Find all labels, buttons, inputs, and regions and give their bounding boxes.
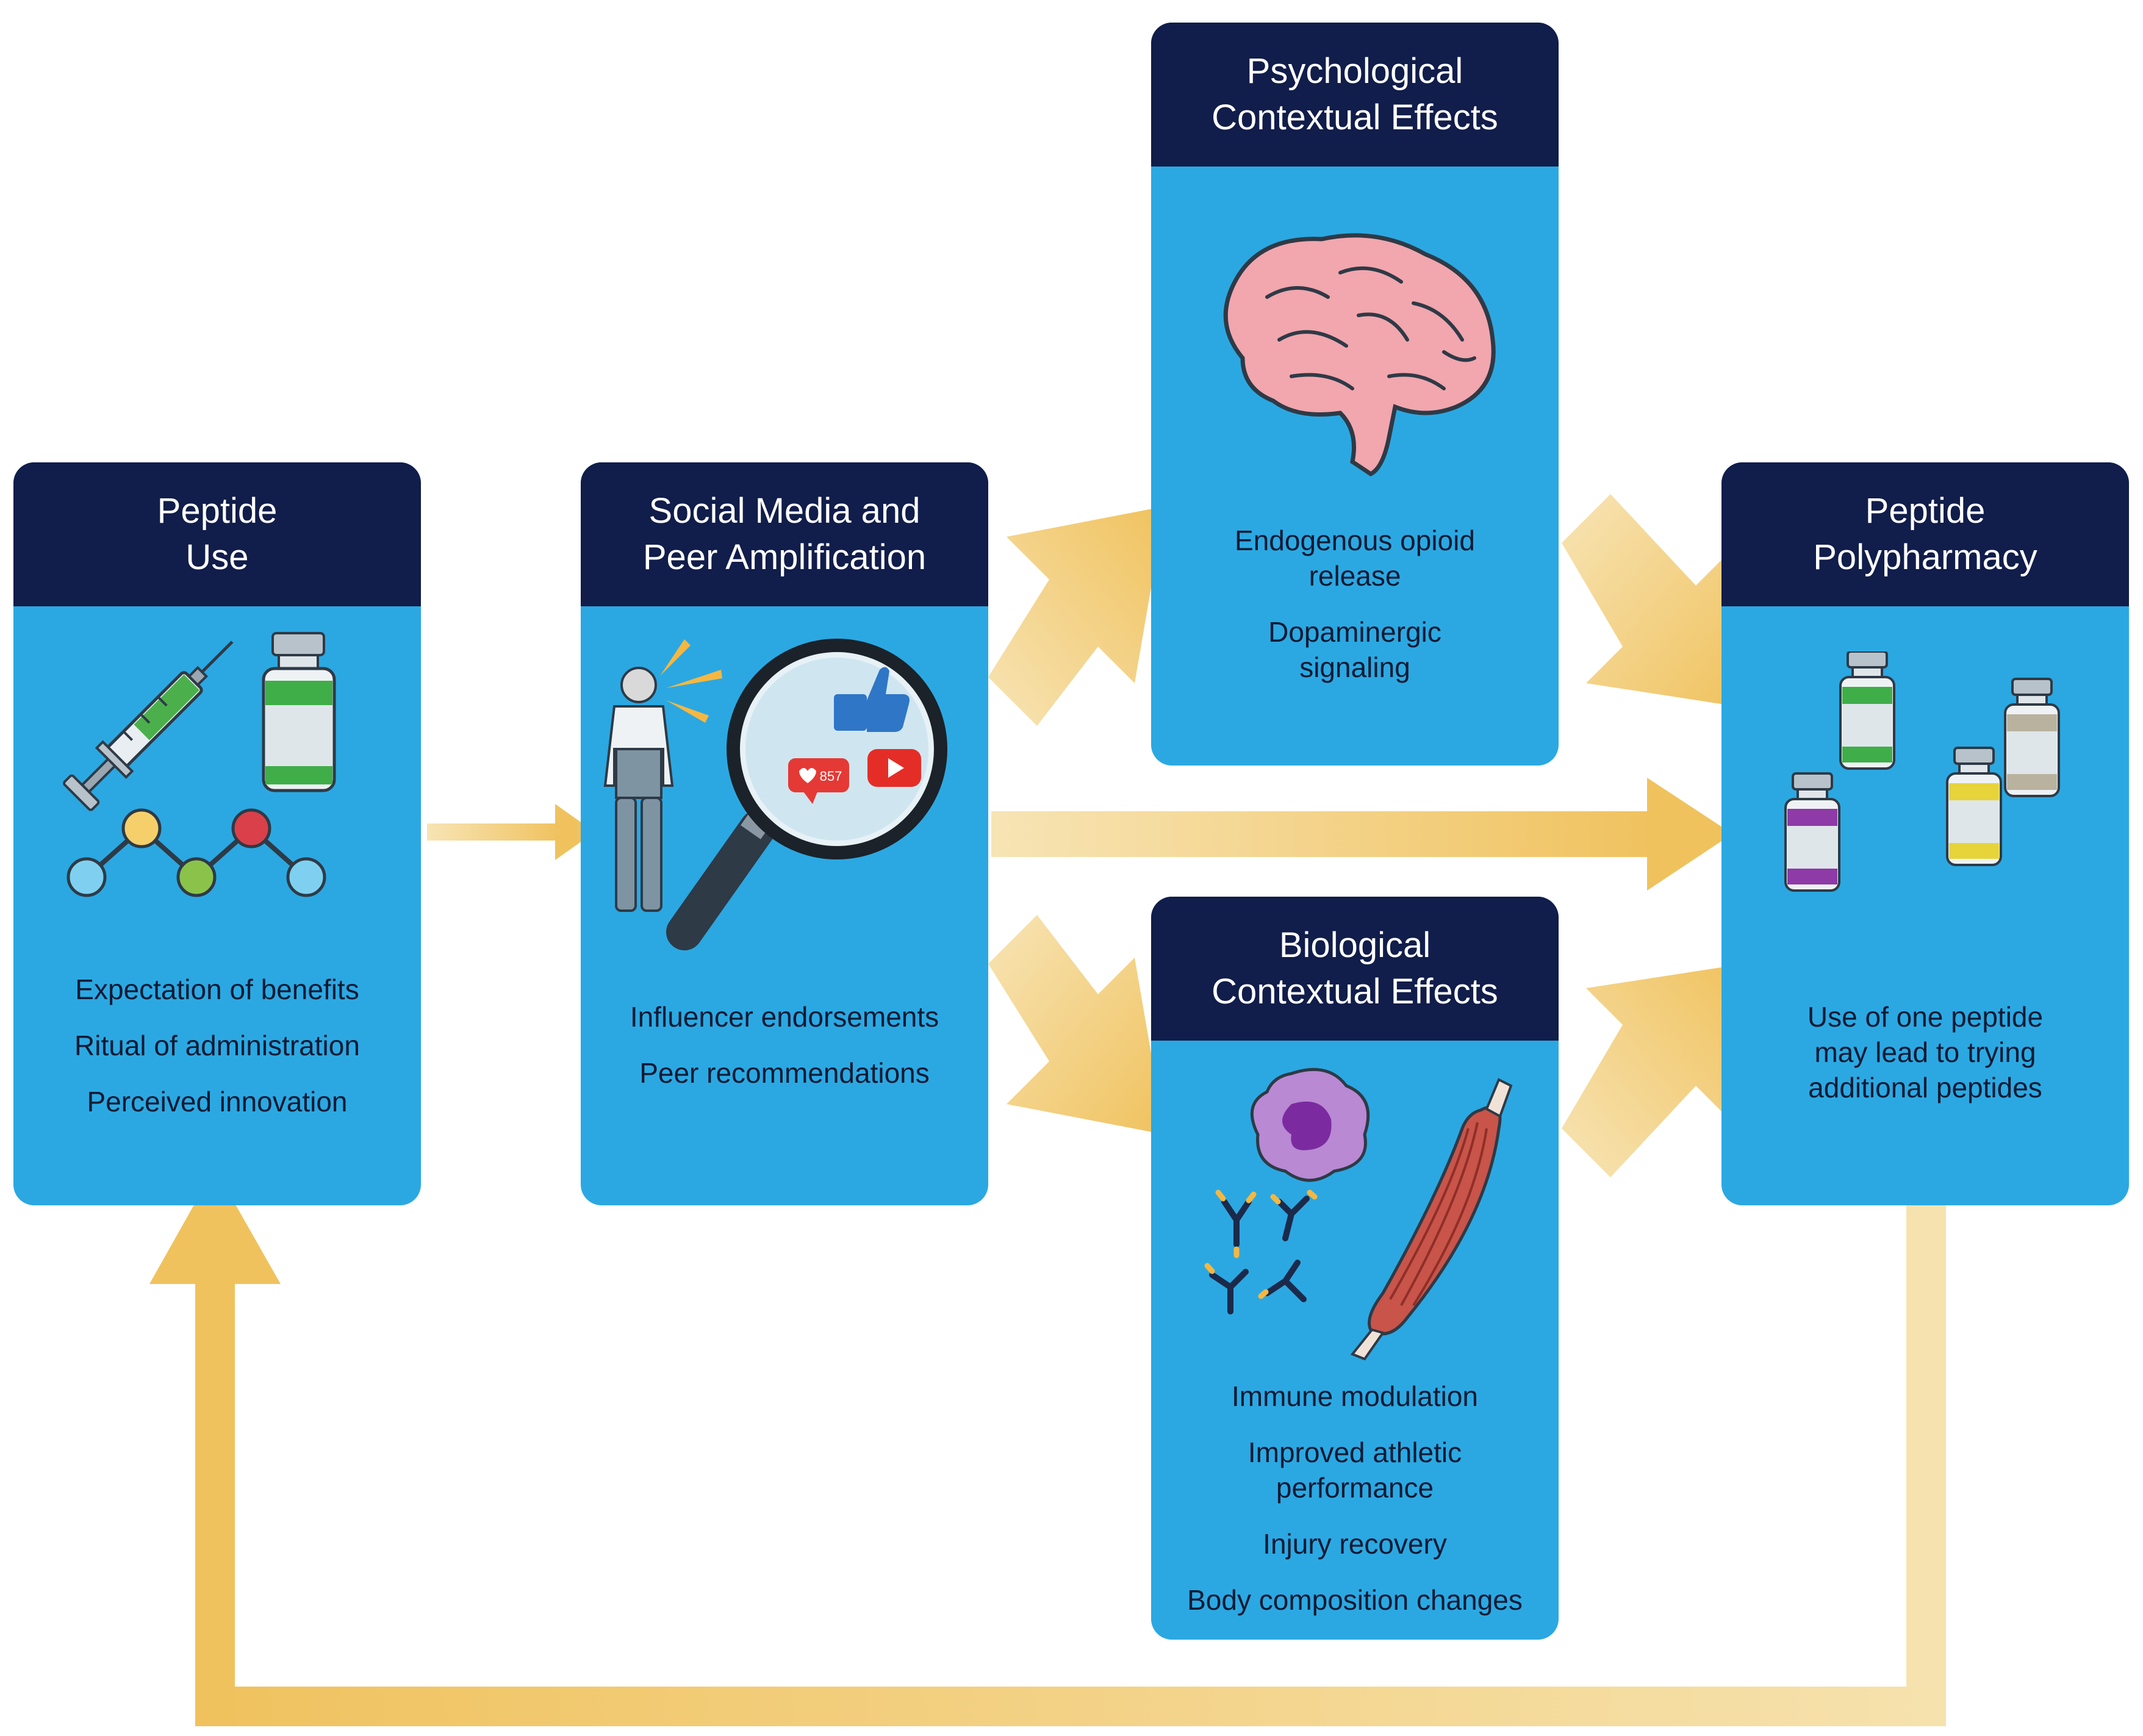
arrow-social-to-psych [988,506,1165,726]
card-title-line1: Psychological [1246,51,1463,91]
heart-icon: 857 [788,758,849,804]
vial-icon [262,632,336,792]
card-title-line1: Social Media and [648,491,921,531]
polypharmacy-text-line2: may lead to trying [1814,1036,2036,1068]
card-biological: Biological Contextual Effects [1151,897,1559,1640]
person-icon [603,639,722,912]
card-body: Expectation of benefits Ritual of admini… [13,972,421,1140]
card-polypharmacy: Peptide Polypharmacy [1721,462,2129,1205]
card-body: Use of one peptide may lead to trying ad… [1721,999,2129,1105]
card-peptide-use: Peptide Use [13,462,421,1205]
card-title-line2: Polypharmacy [1813,537,2037,577]
like-count: 857 [820,769,842,784]
amplification-item: Influencer endorsements [630,1001,939,1033]
social-media-illustration: 857 [603,639,947,950]
bio-item: Body composition changes [1151,1582,1559,1618]
bio-item-line1: Body composition changes [1187,1584,1523,1616]
bio-item: Immune modulation [1151,1379,1559,1414]
bio-item: Improved athletic performance [1151,1435,1559,1505]
card-title-line1: Biological [1279,925,1431,965]
molecule-icon [66,808,326,897]
card-title-line2: Peer Amplification [642,537,927,577]
polypharmacy-text-line1: Use of one peptide [1807,1001,2044,1033]
peptide-use-illustration [63,632,336,897]
antigen-marks [1204,1189,1318,1299]
psych-item-line2: release [1308,560,1401,592]
bio-item-line1: Immune modulation [1232,1380,1478,1412]
benefit-item: Expectation of benefits [75,974,359,1005]
benefit-item: Ritual of administration [74,1030,360,1061]
bio-item-line1: Improved athletic [1247,1437,1462,1468]
card-body: Immune modulation Improved athletic perf… [1151,1379,1559,1638]
arrow-use-to-social [427,804,595,860]
play-icon [867,749,921,787]
card-body: Influencer endorsements Peer recommendat… [581,999,988,1111]
psych-item-line1: Dopaminergic [1268,616,1441,648]
brain-icon [1223,233,1496,477]
psych-item: Endogenous opioid release [1151,523,1559,594]
psych-item-line2: signaling [1299,651,1410,683]
vial-purple [1784,772,1840,892]
benefit-item: Perceived innovation [87,1086,348,1117]
bio-item-line2: performance [1276,1472,1434,1504]
card-header: Biological Contextual Effects [1151,897,1559,1041]
psych-item-line1: Endogenous opioid [1235,525,1475,556]
card-title-line1: Peptide [157,491,278,531]
magnifier-icon: 857 [666,639,947,950]
thumbs-up-icon [834,667,910,732]
card-body: Endogenous opioid release Dopaminergic s… [1151,523,1559,706]
card-social-media: Social Media and Peer Amplification [581,462,988,1205]
card-title-line2: Contextual Effects [1211,98,1498,137]
vials-icon [1784,651,2060,892]
antibody-icon [1209,1196,1310,1315]
muscle-icon [1350,1078,1513,1360]
vial-green [1839,651,1895,770]
card-header: Peptide Polypharmacy [1721,462,2129,606]
amplification-item: Peer recommendations [639,1057,930,1089]
arrow-social-to-poly [991,778,1732,891]
polypharmacy-text-line3: additional peptides [1808,1072,2042,1103]
arrow-bio-to-poly [1562,964,1745,1177]
card-title-line1: Peptide [1865,491,1986,531]
bio-item-line1: Injury recovery [1263,1528,1447,1560]
card-title-line2: Contextual Effects [1211,972,1498,1011]
arrow-feedback-loop [149,1168,1946,1726]
card-psychological: Psychological Contextual Effects Endogen… [1151,23,1559,766]
card-header: Peptide Use [13,462,421,606]
immune-cell-icon [1250,1067,1370,1182]
bio-item: Injury recovery [1151,1526,1559,1562]
card-header: Psychological Contextual Effects [1151,23,1559,167]
biological-illustration [1204,1067,1513,1360]
card-title-line2: Use [185,537,249,577]
vial-grey [2004,678,2060,797]
arrow-psych-to-poly [1562,494,1745,708]
syringe-icon [63,640,234,811]
vial-yellow [1946,747,2002,866]
card-header: Social Media and Peer Amplification [581,462,988,606]
psych-item: Dopaminergic signaling [1151,614,1559,685]
arrow-social-to-bio [988,915,1165,1135]
